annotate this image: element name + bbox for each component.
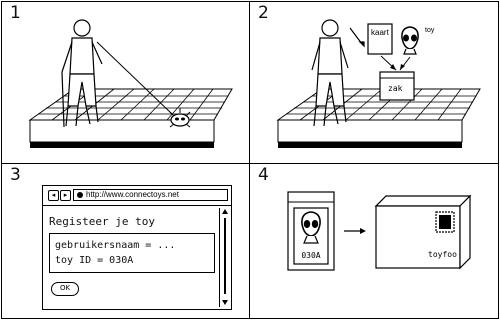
- url-field[interactable]: http://www.connectoys.net: [73, 189, 228, 201]
- scroll-up-icon[interactable]: [222, 209, 228, 214]
- card-label: kaart: [371, 28, 389, 37]
- url-icon: [77, 192, 83, 198]
- panel-1: 1: [1, 1, 250, 164]
- parcel: [376, 196, 470, 206]
- panel-1-illustration: [2, 2, 251, 165]
- parcel-label: toyfoo: [428, 250, 457, 259]
- floor-edge: [30, 142, 214, 148]
- alien-toy-icon: [402, 27, 418, 54]
- scroll-thumb[interactable]: [224, 218, 226, 294]
- panel-3: 3 ◂ ▸ http://www.connectoys.net Registee…: [1, 163, 250, 319]
- forward-button[interactable]: ▸: [60, 190, 71, 201]
- browser-window: ◂ ▸ http://www.connectoys.net Registeer …: [42, 185, 232, 310]
- panel-2: 2: [249, 1, 499, 164]
- toy-label: toy: [425, 27, 434, 34]
- panel-4: 4 030A toyfoo: [249, 163, 499, 319]
- register-heading: Registeer je toy: [49, 215, 155, 228]
- scroll-down-icon[interactable]: [222, 300, 228, 305]
- pencil-icon: [350, 28, 364, 46]
- back-button[interactable]: ◂: [48, 190, 59, 201]
- registration-form: gebruikersnaam = ... toy ID = 030A: [49, 233, 215, 273]
- panel-4-illustration: [250, 164, 500, 320]
- toy-id-line[interactable]: toy ID = 030A: [55, 253, 209, 268]
- panel-2-illustration: [250, 2, 500, 165]
- ok-button[interactable]: OK: [51, 282, 79, 296]
- url-text: http://www.connectoys.net: [86, 190, 179, 199]
- bag-label: zak: [388, 84, 402, 93]
- toy-id-tag: 030A: [298, 251, 324, 260]
- panel-number: 3: [10, 167, 21, 184]
- username-line[interactable]: gebruikersnaam = ...: [55, 238, 209, 253]
- browser-toolbar: ◂ ▸ http://www.connectoys.net: [43, 186, 231, 206]
- scrollbar[interactable]: [219, 208, 229, 307]
